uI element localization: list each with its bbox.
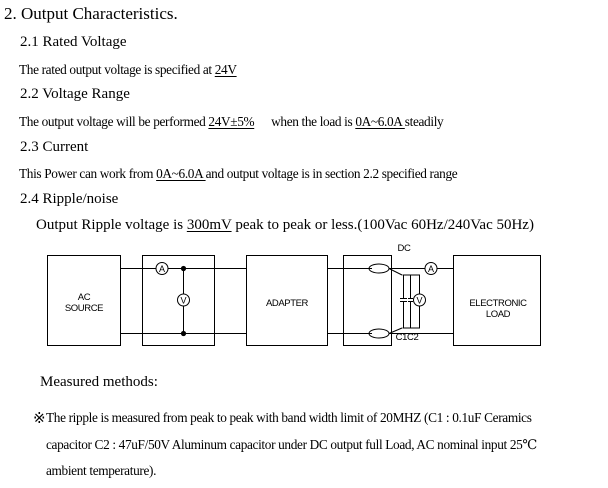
cap-lead-bottom <box>388 327 403 334</box>
dc-label: DC <box>398 243 411 254</box>
electronic-load-label-line1: ELECTRONIC <box>469 298 527 309</box>
svg-text:A: A <box>428 264 434 274</box>
svg-text:V: V <box>416 296 422 306</box>
ripple-value: 300mV <box>186 217 232 233</box>
cap-lead-top <box>388 268 403 276</box>
meter-block <box>142 255 215 346</box>
junction-dot-top <box>180 265 187 272</box>
load-range-value: 0A~6.0A <box>355 114 405 129</box>
svg-text:A: A <box>159 264 165 274</box>
ac-source-block <box>47 255 121 346</box>
rated-voltage-label: The rated output voltage is specified at <box>19 62 215 77</box>
subsection-heading-ripple: 2.4 Ripple/noise <box>20 191 119 207</box>
rated-voltage-text: The rated output voltage is specified at… <box>19 62 237 78</box>
voltage-range-end: steadily <box>404 114 444 129</box>
ripple-text: Output Ripple voltage is 300mV peak to p… <box>36 217 534 234</box>
measured-methods-heading: Measured methods: <box>40 374 158 390</box>
measured-line-1: The ripple is measured from peak to peak… <box>46 410 532 425</box>
voltage-range-text: The output voltage will be performed 24V… <box>19 114 444 130</box>
dc-probe-block <box>343 255 392 346</box>
ammeter-icon: A <box>155 262 169 275</box>
dc-ammeter-icon: A <box>424 262 438 275</box>
subsection-heading-current: 2.3 Current <box>20 139 89 155</box>
current-label: This Power can work from <box>19 166 157 181</box>
bullet-icon: ※ <box>33 411 46 427</box>
ac-source-label-line1: AC <box>78 292 91 303</box>
ripple-end: peak to peak or less.(100Vac 60Hz/240Vac… <box>231 217 534 233</box>
voltage-range-value: 24V±5% <box>208 114 255 129</box>
adapter-block <box>246 255 328 346</box>
measured-line-3: ambient temperature). <box>46 463 157 478</box>
svg-text:V: V <box>180 296 186 306</box>
electronic-load-block <box>453 255 541 346</box>
dc-voltmeter-icon: V <box>413 293 426 307</box>
junction-dot-bottom <box>180 330 187 337</box>
voltage-range-label: The output voltage will be performed <box>19 114 209 129</box>
subsection-heading-rated-voltage: 2.1 Rated Voltage <box>20 34 127 50</box>
subsection-heading-voltage-range: 2.2 Voltage Range <box>20 86 130 102</box>
current-range-value: 0A~6.0A <box>156 166 206 181</box>
section-title: 2. Output Characteristics. <box>4 4 178 23</box>
ripple-label: Output Ripple voltage is <box>36 217 187 233</box>
measured-line-2: capacitor C2 : 47uF/50V Aluminum capacit… <box>46 437 537 452</box>
voltmeter-icon: V <box>177 293 190 307</box>
adapter-label: ADAPTER <box>266 298 309 309</box>
ac-source-label-line2: SOURCE <box>65 303 103 314</box>
voltage-range-middle: when the load is <box>262 114 356 129</box>
current-text: This Power can work from 0A~6.0A and out… <box>19 166 458 182</box>
current-end: and output voltage is in section 2.2 spe… <box>205 166 458 181</box>
electronic-load-label-line2: LOAD <box>486 309 511 320</box>
rated-voltage-value: 24V <box>214 62 237 77</box>
capacitor-label: C1C2 <box>396 332 419 343</box>
